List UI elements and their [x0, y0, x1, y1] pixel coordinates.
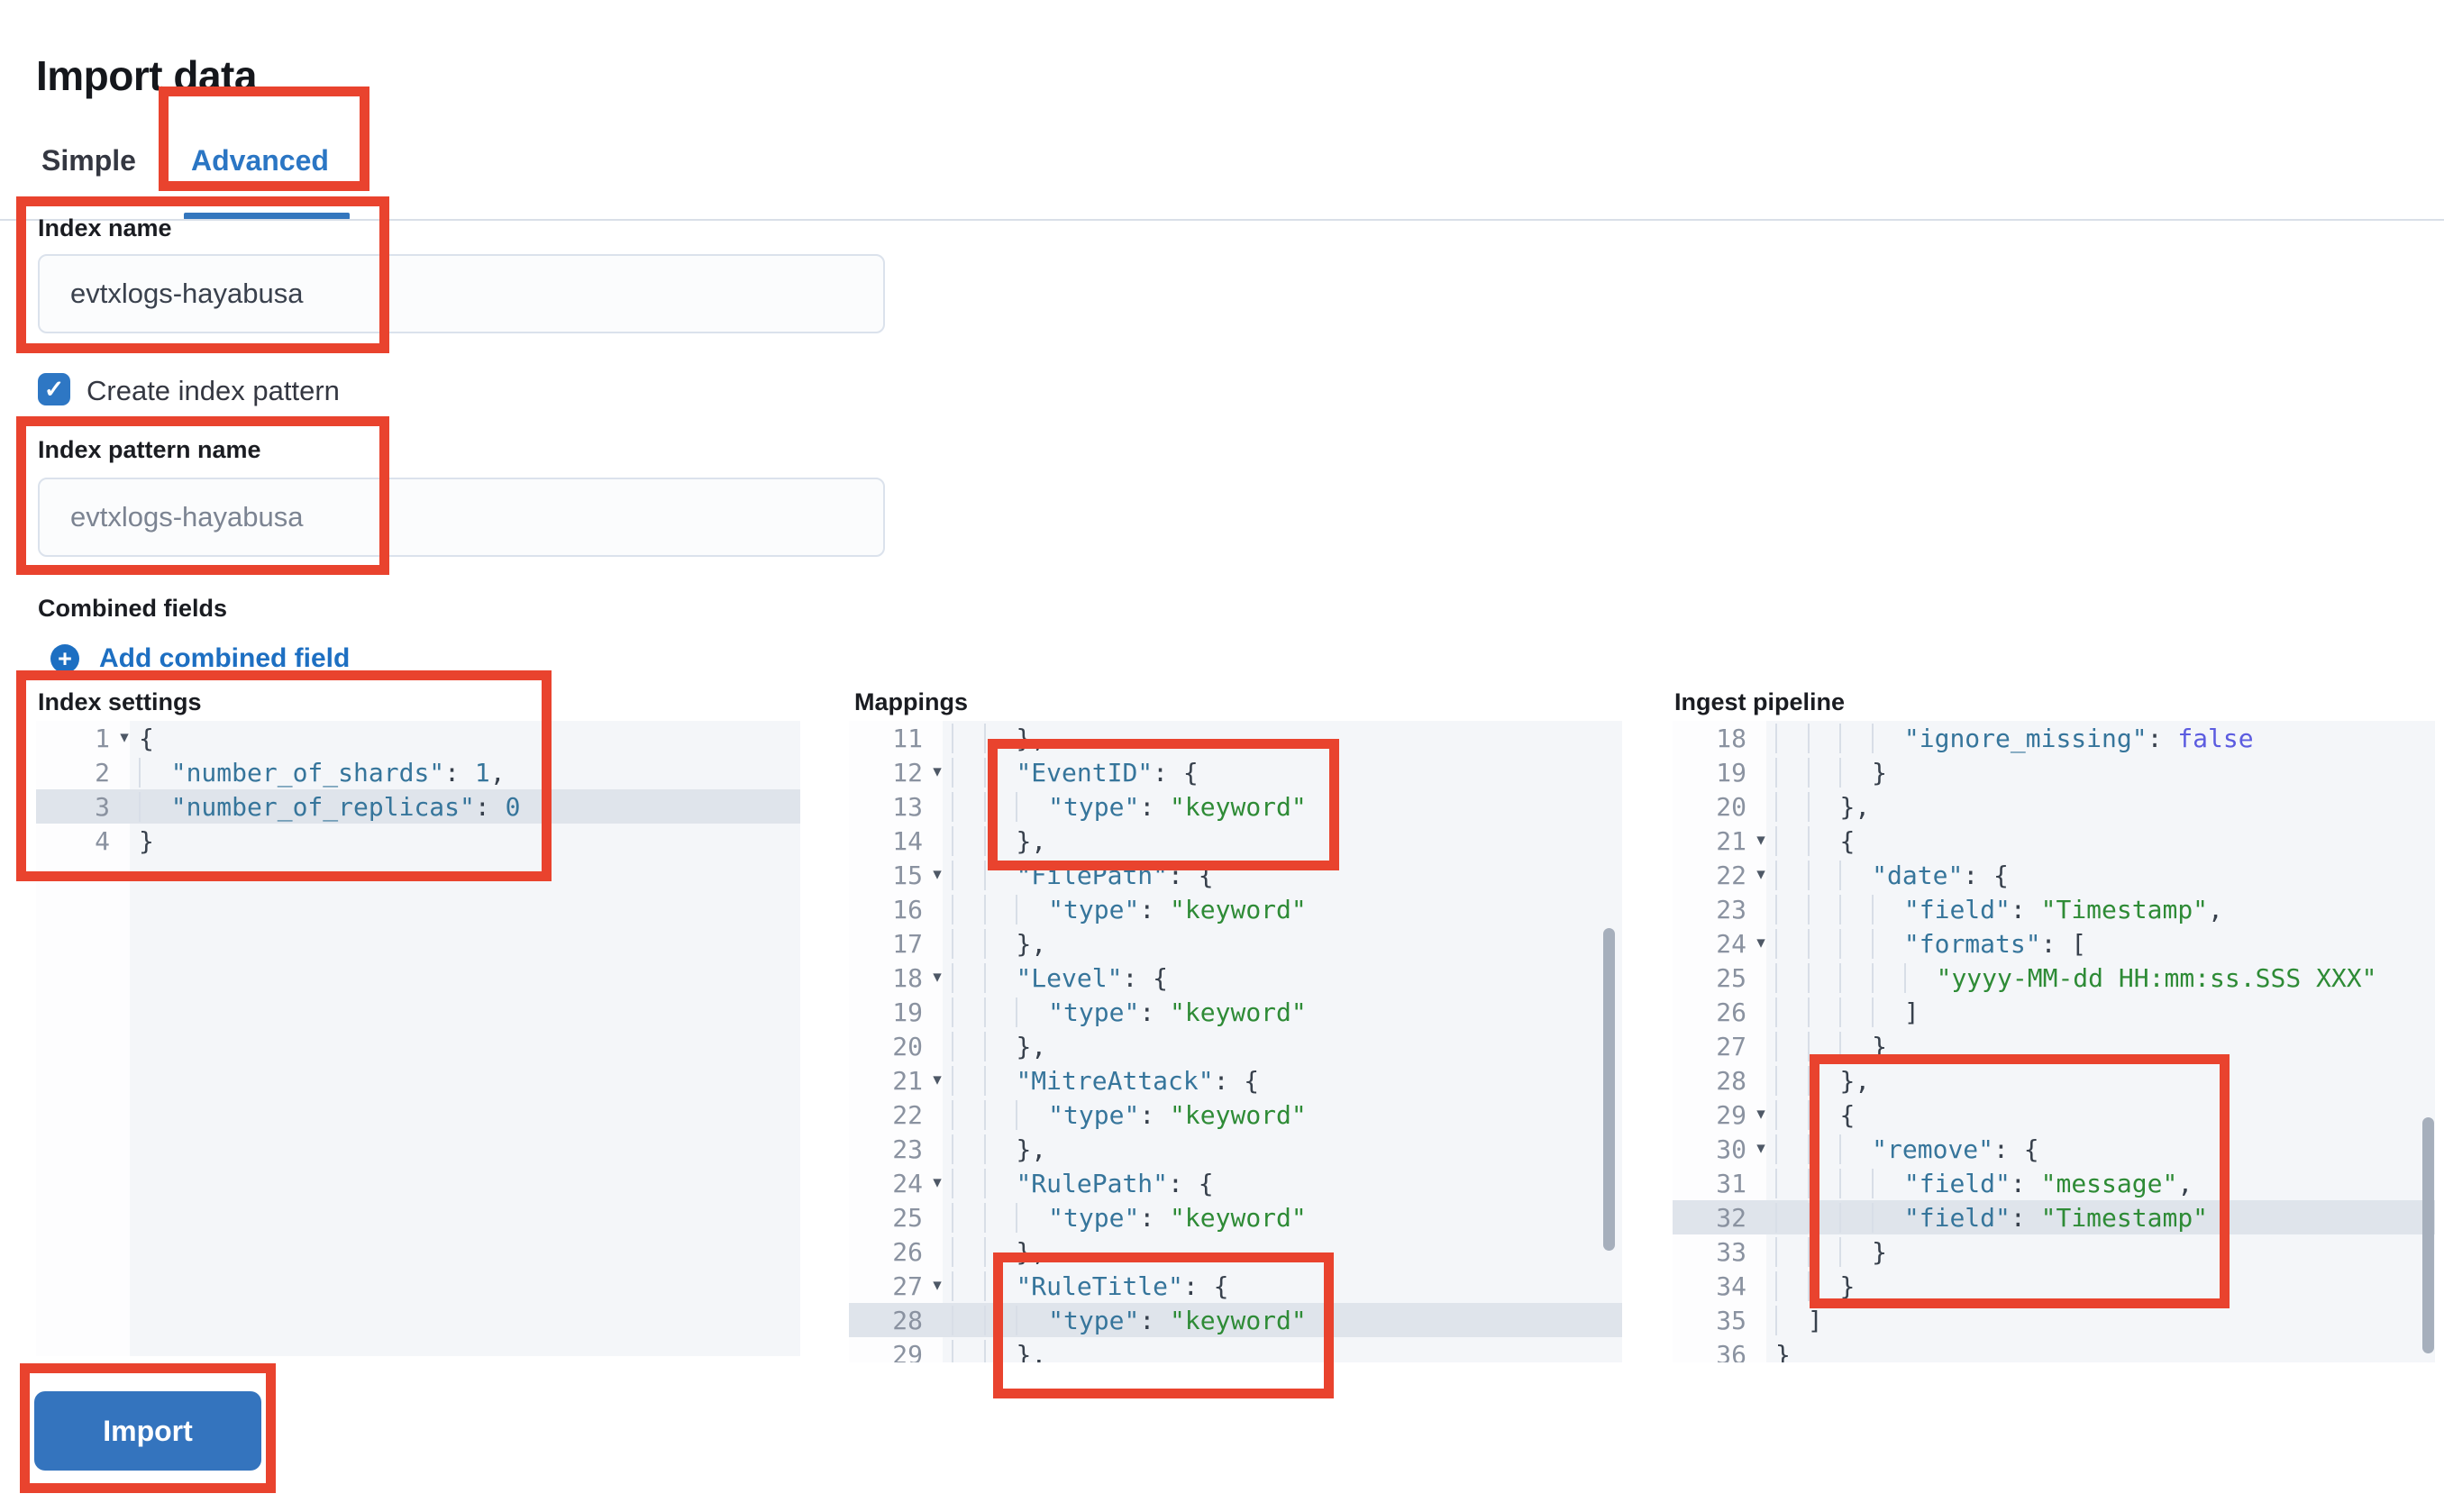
code-line-24[interactable]: 24▾ "formats": [	[1673, 926, 2435, 961]
code-line-18[interactable]: 18 "ignore_missing": false	[1716, 723, 2254, 753]
active-tab-underline	[184, 213, 350, 220]
fold-arrow-icon[interactable]: ▾	[1756, 1139, 1765, 1158]
fold-arrow-icon[interactable]: ▾	[1756, 865, 1765, 884]
tab-simple[interactable]: Simple	[41, 144, 136, 177]
code-line-28[interactable]: 28 },	[1716, 1065, 1871, 1096]
ingest-pipeline-editor[interactable]: 18 "ignore_missing": false 19 }20 },21▾ {…	[1673, 721, 2435, 1362]
ingest-scrollbar-thumb[interactable]	[2422, 1117, 2434, 1353]
fold-arrow-icon[interactable]: ▾	[1756, 1105, 1765, 1124]
code-line-29[interactable]: 29 },	[849, 1337, 1622, 1362]
mappings-editor[interactable]: 11 },12▾ "EventID": {13 "type": "keyword…	[849, 721, 1622, 1362]
import-button[interactable]: Import	[34, 1391, 261, 1471]
fold-arrow-icon[interactable]: ▾	[1756, 934, 1765, 952]
code-line-1[interactable]: 1▾{	[36, 721, 800, 755]
code-line-14[interactable]: 14 },	[892, 825, 1047, 856]
index-name-label: Index name	[38, 214, 172, 241]
fold-arrow-icon[interactable]: ▾	[933, 1276, 942, 1295]
editor-gutter	[1673, 721, 1766, 1362]
code-line-16[interactable]: 16 "type": "keyword"	[892, 894, 1307, 925]
code-line-35[interactable]: 35 ]	[1716, 1305, 1823, 1335]
code-line-33[interactable]: 33 }	[1716, 1236, 1888, 1267]
code-line-25[interactable]: 25 "yyyy-MM-dd HH:mm:ss.SSS XXX"	[1716, 962, 2377, 993]
code-line-25[interactable]: 25 "type": "keyword"	[892, 1202, 1307, 1233]
fold-arrow-icon[interactable]: ▾	[1756, 831, 1765, 850]
code-line-23[interactable]: 23 },	[892, 1134, 1047, 1164]
checkmark-icon: ✓	[43, 376, 65, 403]
code-line-23[interactable]: 23 "field": "Timestamp",	[1716, 894, 2223, 925]
code-line-11[interactable]: 11 },	[892, 723, 1047, 753]
code-line-21[interactable]: 21▾ {	[1673, 824, 2435, 858]
code-line-26[interactable]: 26 },	[892, 1236, 1047, 1267]
code-line-4[interactable]: 4}	[95, 825, 154, 856]
plus-icon: +	[50, 644, 79, 673]
code-line-12[interactable]: 12▾ "EventID": {	[849, 755, 1622, 789]
fold-arrow-icon[interactable]: ▾	[933, 865, 942, 884]
code-line-27[interactable]: 27 }	[1716, 1031, 1888, 1061]
mappings-label: Mappings	[854, 688, 968, 715]
create-index-pattern-label[interactable]: Create index pattern	[87, 375, 340, 406]
code-line-19[interactable]: 19 }	[1716, 757, 1888, 788]
page-title: Import data	[36, 51, 257, 99]
code-line-20[interactable]: 20 },	[1716, 791, 1871, 822]
code-line-13[interactable]: 13 "type": "keyword"	[892, 791, 1307, 822]
fold-arrow-icon[interactable]: ▾	[933, 968, 942, 987]
editor-gutter	[36, 721, 130, 1356]
code-line-36[interactable]: 36}	[1716, 1339, 1791, 1363]
code-line-31[interactable]: 31 "field": "message",	[1716, 1168, 2193, 1198]
code-line-18[interactable]: 18▾ "Level": {	[849, 961, 1622, 995]
code-line-30[interactable]: 30▾ "remove": {	[1673, 1132, 2435, 1166]
code-line-3[interactable]: 3 "number_of_replicas": 0	[36, 789, 800, 824]
index-name-input[interactable]	[38, 254, 885, 333]
fold-arrow-icon[interactable]: ▾	[933, 1070, 942, 1089]
fold-arrow-icon[interactable]: ▾	[120, 728, 129, 747]
code-line-24[interactable]: 24▾ "RulePath": {	[849, 1166, 1622, 1200]
code-line-27[interactable]: 27▾ "RuleTitle": {	[849, 1269, 1622, 1303]
fold-arrow-icon[interactable]: ▾	[933, 1173, 942, 1192]
index-pattern-name-input[interactable]	[38, 478, 885, 557]
code-line-15[interactable]: 15▾ "FilePath": {	[849, 858, 1622, 892]
create-index-pattern-checkbox[interactable]: ✓	[38, 373, 70, 405]
code-line-22[interactable]: 22▾ "date": {	[1673, 858, 2435, 892]
mappings-scrollbar-thumb[interactable]	[1603, 928, 1615, 1251]
code-line-19[interactable]: 19 "type": "keyword"	[892, 997, 1307, 1027]
code-line-2[interactable]: 2 "number_of_shards": 1,	[95, 757, 506, 788]
code-line-34[interactable]: 34 }	[1716, 1271, 1856, 1301]
code-line-32[interactable]: 32 "field": "Timestamp"	[1673, 1200, 2435, 1234]
editor-gutter	[849, 721, 943, 1362]
ingest-pipeline-label: Ingest pipeline	[1674, 688, 1846, 715]
index-settings-editor[interactable]: 1▾{2 "number_of_shards": 1,3 "number_of_…	[36, 721, 800, 1356]
fold-arrow-icon[interactable]: ▾	[933, 762, 942, 781]
tab-advanced[interactable]: Advanced	[191, 144, 329, 177]
code-line-28[interactable]: 28 "type": "keyword"	[849, 1303, 1622, 1337]
add-combined-field-link[interactable]: + Add combined field	[50, 643, 350, 674]
code-line-21[interactable]: 21▾ "MitreAttack": {	[849, 1063, 1622, 1098]
code-line-17[interactable]: 17 },	[892, 928, 1047, 959]
index-pattern-name-label: Index pattern name	[38, 436, 261, 463]
tabs-divider	[0, 219, 2444, 221]
code-line-26[interactable]: 26 ]	[1716, 997, 1920, 1027]
code-line-29[interactable]: 29▾ {	[1673, 1098, 2435, 1132]
add-combined-field-label: Add combined field	[99, 643, 351, 673]
index-settings-label: Index settings	[38, 688, 202, 715]
code-line-20[interactable]: 20 },	[892, 1031, 1047, 1061]
combined-fields-label: Combined fields	[38, 595, 228, 622]
code-line-22[interactable]: 22 "type": "keyword"	[892, 1099, 1307, 1130]
